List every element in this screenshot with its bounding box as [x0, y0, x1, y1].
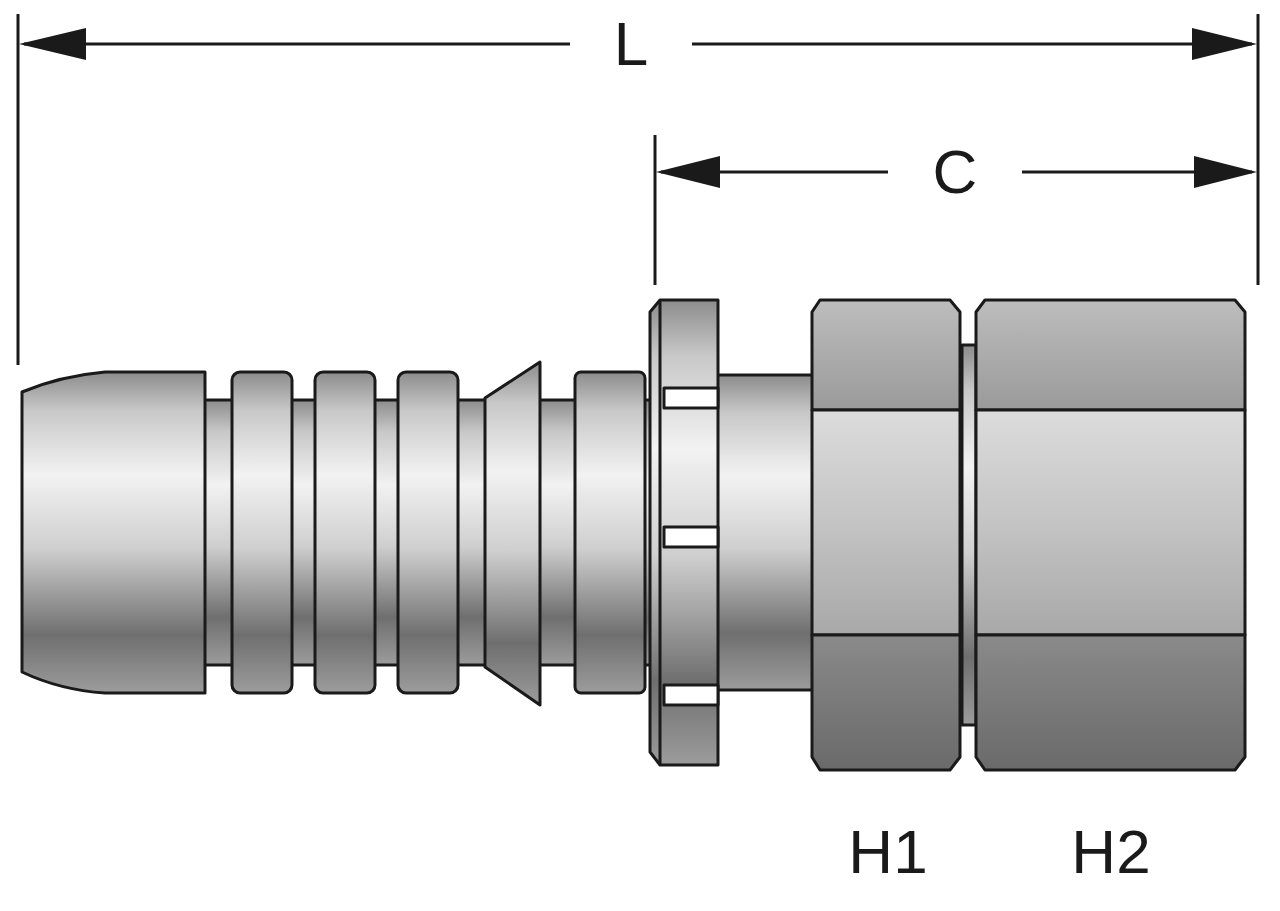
dimension-label: H2 [1065, 819, 1156, 885]
hose-fitting [22, 300, 1245, 770]
dimension-label: L [608, 11, 654, 77]
dimension-label: H1 [842, 819, 933, 885]
dimension-label: C [927, 139, 984, 205]
